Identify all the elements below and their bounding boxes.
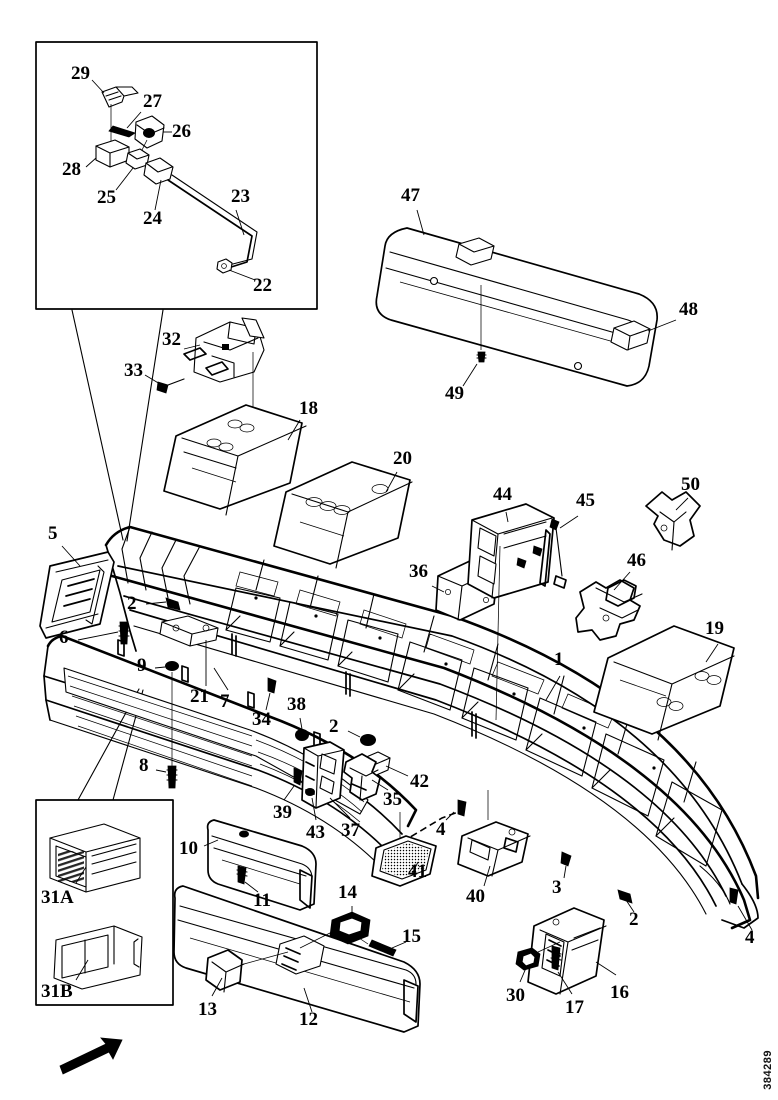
- fastener-43: [305, 788, 317, 821]
- callout-36: 36: [409, 561, 428, 582]
- callout-41: 41: [408, 861, 427, 882]
- callout-2b: 2: [329, 716, 339, 737]
- part-15-pin: [355, 935, 407, 957]
- callout-19: 19: [705, 618, 724, 639]
- fastener-4-right: [729, 887, 753, 931]
- callout-38: 38: [287, 694, 306, 715]
- direction-arrow: [59, 1037, 123, 1075]
- callout-35: 35: [383, 789, 402, 810]
- fastener-34: [265, 677, 277, 711]
- part-46-relay-holder: [575, 571, 643, 641]
- part-30-clip: [515, 941, 561, 983]
- part-32-latch-assembly: [144, 317, 265, 474]
- callout-5: 5: [48, 523, 58, 544]
- callout-11: 11: [253, 890, 271, 911]
- callout-18: 18: [299, 398, 318, 419]
- callout-34: 34: [252, 709, 271, 730]
- callout-31A: 31A: [41, 887, 74, 908]
- part-18-cover: [163, 404, 307, 516]
- inset-bottom-left: [35, 688, 174, 1006]
- part-12-skirt-panel: [173, 885, 421, 1033]
- callout-2a: 2: [127, 593, 137, 614]
- part-50-corner-bracket: [645, 491, 701, 551]
- part-33-screw: [144, 374, 185, 394]
- inset-top-left: [35, 41, 318, 542]
- callout-16: 16: [610, 982, 629, 1003]
- callout-6: 6: [59, 627, 69, 648]
- part-21-bracket: [159, 615, 219, 686]
- drawing-number: 384289: [762, 1050, 774, 1090]
- callout-30: 30: [506, 985, 525, 1006]
- fastener-17: [550, 945, 573, 995]
- fastener-8: [155, 765, 178, 789]
- part-1-main-chassis: [104, 525, 760, 930]
- callout-17: 17: [565, 997, 584, 1018]
- callout-28: 28: [62, 159, 81, 180]
- callout-26: 26: [172, 121, 191, 142]
- fastener-39: [283, 767, 303, 801]
- callout-23: 23: [231, 186, 250, 207]
- callout-1: 1: [554, 649, 564, 670]
- callout-42: 42: [410, 771, 429, 792]
- callout-4a: 4: [436, 819, 446, 840]
- fastener-38: [295, 717, 309, 741]
- callout-32: 32: [162, 329, 181, 350]
- callout-39: 39: [273, 802, 292, 823]
- fastener-6: [77, 621, 130, 645]
- fastener-4-middle: [391, 799, 467, 849]
- callout-10: 10: [179, 838, 198, 859]
- fastener-2-right: [617, 889, 635, 913]
- fastener-9: [154, 661, 179, 766]
- callout-50: 50: [681, 474, 700, 495]
- part-14-mount: [299, 906, 371, 949]
- part-13-handle: [205, 949, 289, 997]
- callout-43: 43: [306, 822, 325, 843]
- part-40-speaker-housing: [457, 790, 531, 887]
- fastener-11: [236, 865, 259, 893]
- callout-44: 44: [493, 484, 512, 505]
- callout-4b: 4: [745, 927, 755, 948]
- part-48-latch-knob: [610, 319, 677, 351]
- callout-25: 25: [97, 187, 116, 208]
- callout-47: 47: [401, 185, 420, 206]
- part-35-hinge: [343, 753, 389, 801]
- part-19-cover: [593, 625, 735, 741]
- callout-21: 21: [190, 686, 209, 707]
- part-20-cover: [273, 461, 413, 569]
- callout-24: 24: [143, 208, 162, 229]
- callout-45: 45: [576, 490, 595, 511]
- part-16-vent-cover: [515, 907, 617, 995]
- part-41-speaker-grille: [371, 812, 437, 887]
- callout-29: 29: [71, 63, 90, 84]
- part-44-module-plate: [467, 503, 579, 721]
- callout-12: 12: [299, 1009, 318, 1030]
- part-49-screw: [462, 285, 487, 387]
- callout-15: 15: [402, 926, 421, 947]
- callout-2c: 2: [629, 909, 639, 930]
- callout-22: 22: [253, 275, 272, 296]
- fastener-3: [560, 851, 572, 879]
- fastener-2-middle: [347, 730, 376, 746]
- callout-37: 37: [341, 820, 360, 841]
- callout-46: 46: [627, 550, 646, 571]
- callout-48: 48: [679, 299, 698, 320]
- callout-13: 13: [198, 999, 217, 1020]
- callout-14: 14: [338, 882, 357, 903]
- callout-27: 27: [143, 91, 162, 112]
- fastener-2-left: [145, 597, 181, 611]
- part-47-top-cover: [375, 209, 677, 387]
- callout-20: 20: [393, 448, 412, 469]
- callout-31B: 31B: [41, 981, 73, 1002]
- callout-3: 3: [552, 877, 562, 898]
- callout-9: 9: [137, 655, 147, 676]
- callout-40: 40: [466, 886, 485, 907]
- callout-7: 7: [220, 691, 230, 712]
- callout-8: 8: [139, 755, 149, 776]
- part-10-front-panel: [203, 819, 317, 911]
- callout-49: 49: [445, 383, 464, 404]
- callout-33: 33: [124, 360, 143, 381]
- part-45-screw: [549, 515, 579, 577]
- part-5-trim-panel: [39, 545, 115, 639]
